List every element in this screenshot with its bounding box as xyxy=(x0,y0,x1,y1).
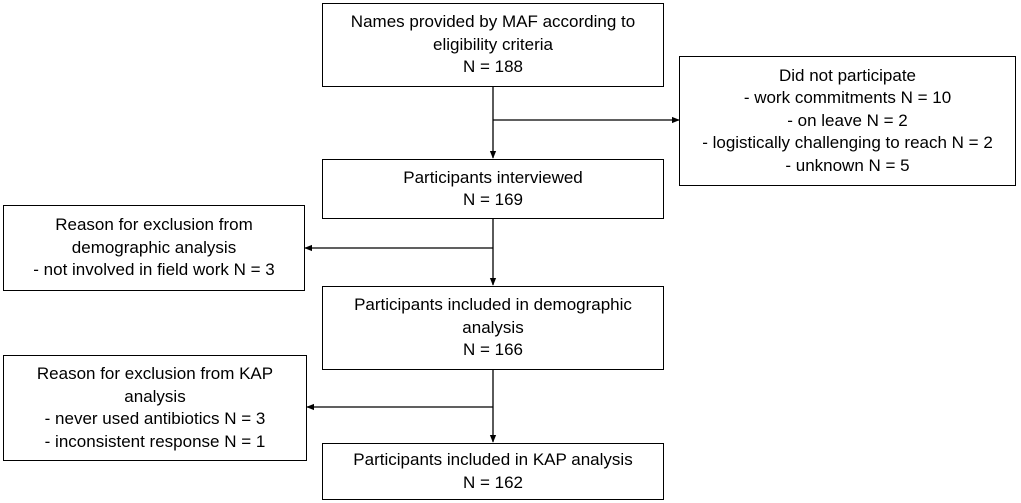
box-line: analysis xyxy=(462,317,524,337)
box-line: N = 188 xyxy=(462,57,523,77)
box-line: Reason for exclusion from xyxy=(55,215,253,235)
box-included-demographic: Participants included in demographic ana… xyxy=(322,286,664,370)
box-exclusion-kap: Reason for exclusion from KAP analysis -… xyxy=(3,355,307,461)
box-line: Names provided by MAF according to xyxy=(350,12,636,32)
box-names-provided: Names provided by MAF according to eligi… xyxy=(322,3,664,87)
box-line: eligibility criteria xyxy=(433,34,553,54)
box-line: - logistically challenging to reach N = … xyxy=(702,133,993,153)
box-line: - unknown N = 5 xyxy=(785,155,910,175)
box-line: N = 169 xyxy=(462,190,523,209)
box-line: - inconsistent response N = 1 xyxy=(44,431,266,451)
box-line: Did not participate xyxy=(778,65,917,85)
box-line: Participants interviewed xyxy=(403,167,583,187)
box-line: - on leave N = 2 xyxy=(787,110,908,130)
box-exclusion-demographic: Reason for exclusion from demographic an… xyxy=(3,205,305,291)
box-line: Reason for exclusion from KAP xyxy=(36,364,274,383)
box-line: - work commitments N = 10 xyxy=(743,88,952,108)
box-included-kap: Participants included in KAP analysis N … xyxy=(322,443,664,500)
box-line: - not involved in field work N = 3 xyxy=(33,260,275,280)
box-line: Participants included in KAP analysis xyxy=(353,450,633,469)
box-line: - never used antibiotics N = 3 xyxy=(44,409,266,428)
box-line: N = 166 xyxy=(462,340,523,360)
box-line: analysis xyxy=(124,386,186,406)
box-did-not-participate: Did not participate - work commitments N… xyxy=(679,56,1016,186)
box-line: N = 162 xyxy=(462,472,523,492)
box-participants-interviewed: Participants interviewed N = 169 xyxy=(322,159,664,219)
box-line: Participants included in demographic xyxy=(354,295,632,315)
box-line: demographic analysis xyxy=(71,237,237,257)
